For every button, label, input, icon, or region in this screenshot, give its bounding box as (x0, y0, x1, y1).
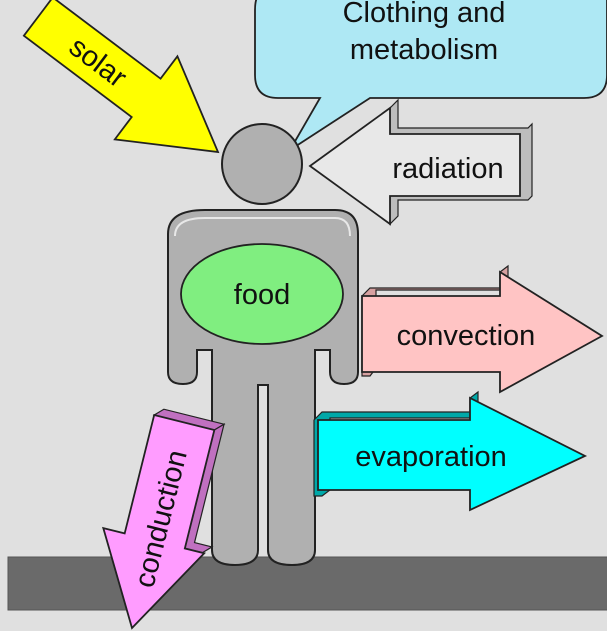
radiation-label: radiation (392, 153, 503, 185)
ground-floor (8, 557, 607, 610)
convection-label: convection (397, 320, 536, 352)
bubble-text-line2: metabolism (350, 34, 498, 66)
food-label: food (234, 279, 290, 311)
evaporation-arrow: evaporation (314, 392, 585, 510)
food-stomach: food (181, 244, 343, 344)
radiation-arrow: radiation (310, 100, 532, 224)
evaporation-label: evaporation (355, 441, 507, 473)
solar-arrow: solar (7, 0, 249, 194)
person-head (222, 124, 302, 204)
bubble-text-line1: Clothing and (343, 0, 506, 29)
convection-arrow: convection (362, 266, 602, 392)
